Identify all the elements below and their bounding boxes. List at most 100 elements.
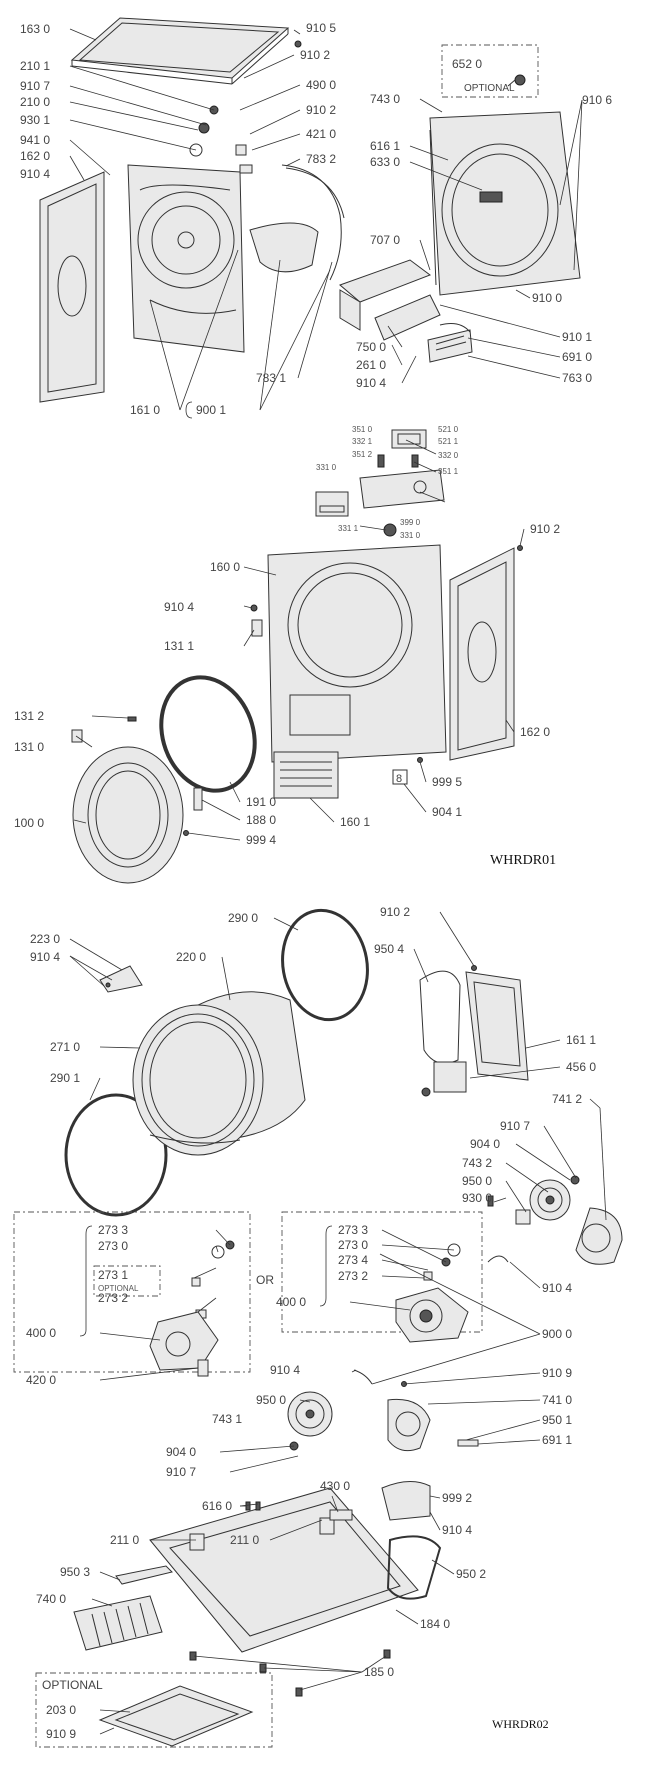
callout-783-1: 783 1	[256, 371, 286, 385]
callout-331-0: 331 0	[316, 463, 337, 472]
callout-273-2a: 273 2	[98, 1291, 128, 1305]
callout-160-0: 160 0	[210, 560, 240, 574]
rear-panel	[127, 164, 245, 353]
callout-616-1: 616 1	[370, 139, 400, 153]
callout-950-0a: 950 0	[462, 1174, 492, 1188]
callout-950-2: 950 2	[456, 1567, 486, 1581]
sheet2-leaders	[69, 911, 607, 1735]
callout-999-4: 999 4	[246, 833, 276, 847]
callout-910-2: 910 2	[380, 905, 410, 919]
callout-904-0a: 904 0	[470, 1137, 500, 1151]
callout-950-1: 950 1	[542, 1413, 572, 1427]
callout-741-2: 741 2	[552, 1092, 582, 1106]
door-gasket	[159, 675, 257, 793]
callout-421-0: 421 0	[306, 127, 336, 141]
callout-783-2: 783 2	[306, 152, 336, 166]
callout-910-7a: 910 7	[500, 1119, 530, 1133]
condenser	[73, 1595, 163, 1651]
optional-box-bottom	[35, 1672, 273, 1748]
callout-100-0: 100 0	[14, 816, 44, 830]
side-panel-right	[449, 547, 515, 761]
callout-707-0: 707 0	[370, 233, 400, 247]
callout-910-1: 910 1	[562, 330, 592, 344]
callout-910-0: 910 0	[532, 291, 562, 305]
callout-910-4c: 910 4	[270, 1363, 300, 1377]
fan-housing-right	[575, 1207, 623, 1265]
front-bulkhead	[429, 111, 581, 296]
callout-521-1: 521 1	[438, 437, 459, 446]
callout-691-0: 691 0	[562, 350, 592, 364]
callout-273-3a: 273 3	[98, 1223, 128, 1237]
callout-203-0: 203 0	[46, 1703, 76, 1717]
callout-910-4b: 910 4	[542, 1281, 572, 1295]
or-label: OR	[256, 1273, 274, 1287]
callout-616-0: 616 0	[202, 1499, 232, 1513]
callout-273-0a: 273 0	[98, 1239, 128, 1253]
callout-910-4b: 910 4	[356, 376, 386, 390]
callout-271-0: 271 0	[50, 1040, 80, 1054]
sheet1-drawing	[39, 17, 581, 884]
callout-160-1: 160 1	[340, 815, 370, 829]
motor-option-box-a	[13, 1211, 251, 1373]
sheet2-labels: 290 0 910 2 223 0 220 0 950 4 910 4 271 …	[26, 905, 596, 1741]
callout-163-0: 163 0	[20, 22, 50, 36]
sheet2-caption: WHRDR02	[492, 1717, 549, 1731]
callout-743-1: 743 1	[212, 1412, 242, 1426]
callout-910-9b: 910 9	[46, 1727, 76, 1741]
callout-910-2b: 910 2	[306, 103, 336, 117]
callout-910-4a: 910 4	[30, 950, 60, 964]
callout-273-3b: 273 3	[338, 1223, 368, 1237]
callout-8: 8	[396, 773, 402, 785]
callout-521-0: 521 0	[438, 425, 459, 434]
callout-223-0: 223 0	[30, 932, 60, 946]
drum-seal-rear	[281, 908, 369, 1022]
callout-950-4: 950 4	[374, 942, 404, 956]
callout-950-3: 950 3	[60, 1565, 90, 1579]
top-lid	[70, 17, 290, 79]
callout-910-9a: 910 9	[542, 1366, 572, 1380]
callout-763-0: 763 0	[562, 371, 592, 385]
callout-910-5: 910 5	[306, 21, 336, 35]
optional-box-top	[441, 44, 539, 98]
sheet1-caption: WHRDR01	[490, 853, 556, 868]
callout-184-0: 184 0	[420, 1617, 450, 1631]
callout-273-0b: 273 0	[338, 1238, 368, 1252]
drum-seal-front	[64, 1093, 168, 1217]
callout-400-0b: 400 0	[276, 1295, 306, 1309]
callout-162-0b: 162 0	[520, 725, 550, 739]
callout-910-6: 910 6	[582, 93, 612, 107]
callout-999-5: 999 5	[432, 775, 462, 789]
callout-633-0: 633 0	[370, 155, 400, 169]
fan-housing-left	[387, 1398, 431, 1452]
callout-904-0b: 904 0	[166, 1445, 196, 1459]
callout-910-2: 910 2	[300, 48, 330, 62]
callout-273-1: 273 1	[98, 1268, 128, 1282]
callout-930-1: 930 1	[20, 113, 50, 127]
callout-910-4d: 910 4	[442, 1523, 472, 1537]
callout-400-0a: 400 0	[26, 1326, 56, 1340]
callout-999-2: 999 2	[442, 1491, 472, 1505]
kick-plate	[273, 751, 339, 799]
sheet1-labels: 163 0 910 5 910 2 210 1 490 0 910 7 910 …	[14, 21, 612, 868]
door	[72, 746, 184, 884]
callout-740-0: 740 0	[36, 1592, 66, 1606]
sheet1-leaders	[69, 28, 583, 841]
callout-430-0: 430 0	[320, 1479, 350, 1493]
callout-162-0: 162 0	[20, 149, 50, 163]
optional-label-bottom: OPTIONAL	[42, 1678, 103, 1692]
callout-351-1: 351 1	[438, 467, 459, 476]
optional-label-motor: OPTIONAL	[98, 1284, 139, 1293]
callout-273-4: 273 4	[338, 1253, 368, 1267]
motor-option-box-b	[281, 1211, 483, 1333]
callout-490-0: 490 0	[306, 78, 336, 92]
callout-910-4c: 910 4	[164, 600, 194, 614]
callout-332-0: 332 0	[438, 451, 459, 460]
callout-900-0: 900 0	[542, 1327, 572, 1341]
control-panel	[359, 469, 445, 509]
callout-131-1: 131 1	[164, 639, 194, 653]
callout-261-0: 261 0	[356, 358, 386, 372]
callout-131-0: 131 0	[14, 740, 44, 754]
callout-332-1: 332 1	[352, 437, 373, 446]
callout-399-0: 399 0	[400, 518, 421, 527]
